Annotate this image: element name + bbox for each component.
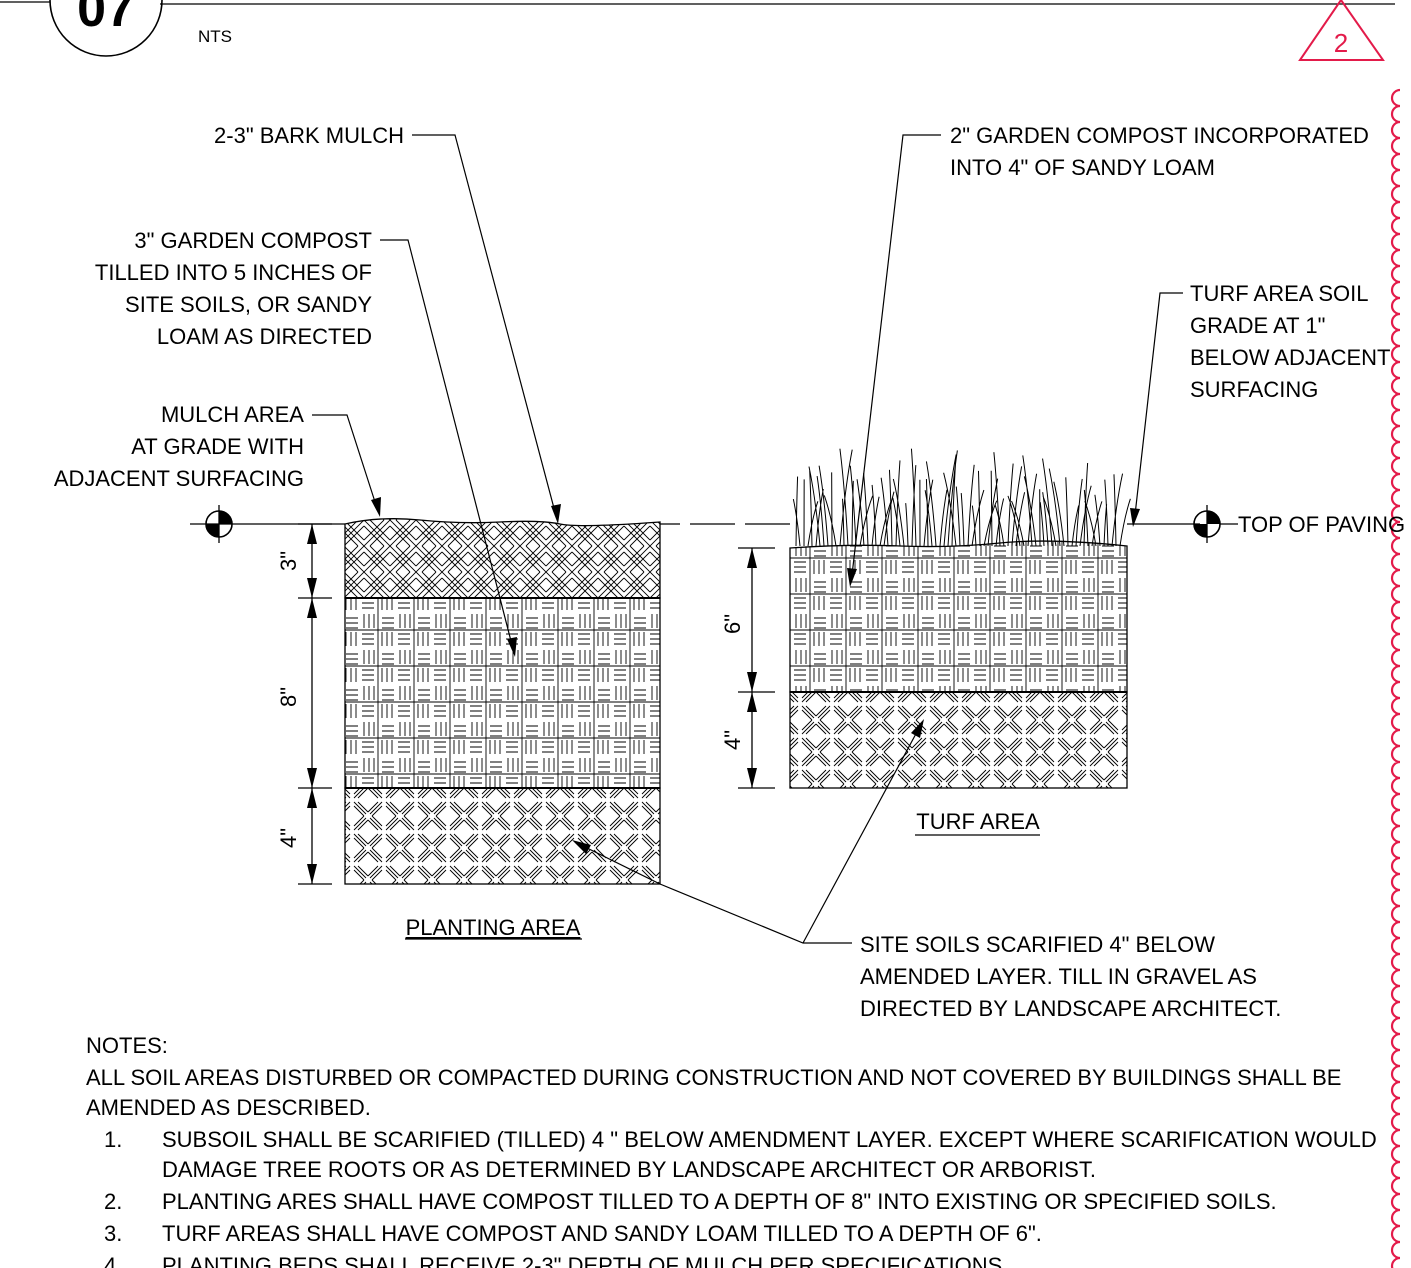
note-1-number: 1. <box>104 1127 122 1152</box>
note-4-number: 4. <box>104 1253 122 1268</box>
planting-area-section: 3" 8" 4" PLANTING AREA <box>276 518 661 940</box>
site-soils-label-1: SITE SOILS SCARIFIED 4" BELOW <box>860 932 1215 957</box>
grade-line: TOP OF PAVING <box>190 505 1405 543</box>
garden-compost-label-3: SITE SOILS, OR SANDY <box>125 292 372 317</box>
turf-site-soil-layer <box>789 691 1128 789</box>
callouts: 2-3" BARK MULCH 3" GARDEN COMPOST TILLED… <box>54 123 1391 1021</box>
dim-compost: 8" <box>276 687 301 707</box>
turf-area-section: 6" 4" TURF AREA <box>720 448 1131 836</box>
top-of-paving-label: TOP OF PAVING <box>1238 512 1405 537</box>
turf-compost-layer <box>789 540 1128 693</box>
note-3-number: 3. <box>104 1221 122 1246</box>
notes-intro-1: ALL SOIL AREAS DISTURBED OR COMPACTED DU… <box>86 1065 1341 1090</box>
site-soils-label-2: AMENDED LAYER. TILL IN GRAVEL AS <box>860 964 1257 989</box>
revision-number: 2 <box>1334 28 1348 58</box>
note-3-line-1: TURF AREAS SHALL HAVE COMPOST AND SANDY … <box>162 1221 1042 1246</box>
mulch-area-label-1: MULCH AREA <box>161 402 304 427</box>
notes-intro-2: AMENDED AS DESCRIBED. <box>86 1095 371 1120</box>
scale-label: NTS <box>198 27 232 46</box>
garden-compost-label-2: TILLED INTO 5 INCHES OF <box>95 260 372 285</box>
note-1-line-1: SUBSOIL SHALL BE SCARIFIED (TILLED) 4 " … <box>162 1127 1377 1152</box>
planting-dimension-string: 3" 8" 4" <box>276 523 332 885</box>
benchmark-left-icon <box>205 505 233 543</box>
compost-layer <box>344 597 661 789</box>
turf-grass <box>792 448 1131 547</box>
dim-turf-soil: 4" <box>720 730 745 750</box>
mulch-layer <box>344 518 661 599</box>
turf-compost-label-2: INTO 4" OF SANDY LOAM <box>950 155 1215 180</box>
garden-compost-label-1: 3" GARDEN COMPOST <box>134 228 372 253</box>
revision-cloud <box>1390 88 1401 1268</box>
bark-mulch-label: 2-3" BARK MULCH <box>214 123 404 148</box>
planting-area-title: PLANTING AREA <box>406 915 581 940</box>
turf-area-title: TURF AREA <box>916 809 1040 834</box>
turf-dimension-string: 6" 4" <box>720 547 775 789</box>
mulch-area-label-2: AT GRADE WITH <box>131 434 304 459</box>
note-1-line-2: DAMAGE TREE ROOTS OR AS DETERMINED BY LA… <box>162 1157 1096 1182</box>
benchmark-right-icon <box>1193 505 1221 543</box>
turf-soil-label-4: SURFACING <box>1190 377 1318 402</box>
detail-title-block: 07 NTS 2 <box>0 0 1395 61</box>
dim-mulch: 3" <box>276 551 301 571</box>
turf-soil-label-2: GRADE AT 1" <box>1190 313 1325 338</box>
site-soils-label-3: DIRECTED BY LANDSCAPE ARCHITECT. <box>860 996 1281 1021</box>
site-soil-layer <box>344 787 661 885</box>
note-4-line-1: PLANTING BEDS SHALL RECEIVE 2-3" DEPTH O… <box>162 1253 1008 1268</box>
garden-compost-label-4: LOAM AS DIRECTED <box>157 324 372 349</box>
turf-compost-label-1: 2" GARDEN COMPOST INCORPORATED <box>950 123 1369 148</box>
note-2-number: 2. <box>104 1189 122 1214</box>
dim-turf-compost: 6" <box>720 614 745 634</box>
detail-number-bubble <box>49 0 163 57</box>
turf-soil-label-3: BELOW ADJACENT <box>1190 345 1390 370</box>
turf-soil-label-1: TURF AREA SOIL <box>1190 281 1369 306</box>
detail-number: 07 <box>77 0 135 38</box>
notes-block: NOTES: ALL SOIL AREAS DISTURBED OR COMPA… <box>86 1033 1377 1268</box>
revision-delta-icon <box>1298 0 1385 61</box>
dim-site-soil: 4" <box>276 828 301 848</box>
notes-heading: NOTES: <box>86 1033 168 1058</box>
note-2-line-1: PLANTING ARES SHALL HAVE COMPOST TILLED … <box>162 1189 1277 1214</box>
mulch-area-label-3: ADJACENT SURFACING <box>54 466 304 491</box>
leader-lines <box>312 134 1183 944</box>
